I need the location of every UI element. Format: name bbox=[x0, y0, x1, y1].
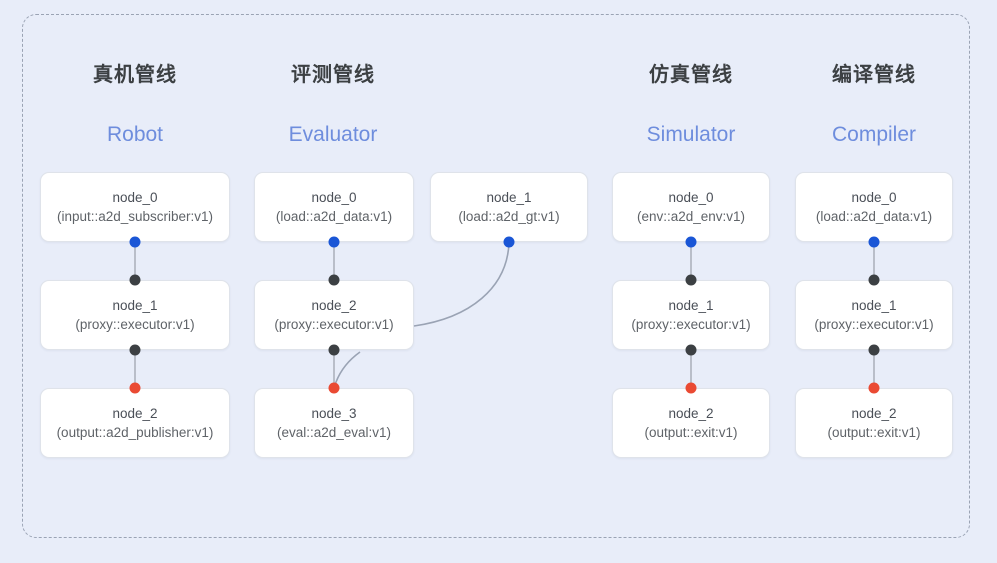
node-type: (env::a2d_env:v1) bbox=[636, 209, 746, 224]
edge-evaluator-0-2 bbox=[333, 242, 335, 280]
column-en-title-simulator: Simulator bbox=[646, 123, 736, 146]
port-output-simulator-0[interactable] bbox=[685, 236, 697, 248]
column-cn-title-evaluator: 评测管线 bbox=[291, 64, 375, 86]
node-label: node_2 bbox=[112, 406, 158, 421]
node-robot-0[interactable]: node_0 (input::a2d_subscriber:v1) bbox=[40, 172, 230, 242]
node-type: (input::a2d_subscriber:v1) bbox=[56, 209, 214, 224]
edge-robot-0-1 bbox=[134, 242, 136, 280]
node-label: node_1 bbox=[668, 298, 714, 313]
node-type: (output::a2d_publisher:v1) bbox=[56, 425, 214, 440]
port-input-simulator-2[interactable] bbox=[685, 382, 697, 394]
port-input-evaluator-3[interactable] bbox=[328, 382, 340, 394]
node-label: node_0 bbox=[851, 190, 897, 205]
port-input-robot-2[interactable] bbox=[129, 382, 141, 394]
edge-simulator-0-1 bbox=[690, 242, 692, 280]
port-output-compiler-1[interactable] bbox=[868, 344, 880, 356]
node-type: (load::a2d_data:v1) bbox=[815, 209, 933, 224]
node-label: node_0 bbox=[112, 190, 158, 205]
node-type: (output::exit:v1) bbox=[827, 425, 921, 440]
node-label: node_0 bbox=[311, 190, 357, 205]
port-output-robot-1[interactable] bbox=[129, 344, 141, 356]
port-output-evaluator-0[interactable] bbox=[328, 236, 340, 248]
node-type: (proxy::executor:v1) bbox=[75, 317, 195, 332]
node-type: (output::exit:v1) bbox=[644, 425, 738, 440]
diagram-frame bbox=[22, 14, 970, 538]
port-output-compiler-0[interactable] bbox=[868, 236, 880, 248]
node-type: (proxy::executor:v1) bbox=[274, 317, 394, 332]
port-input-robot-1[interactable] bbox=[129, 274, 141, 286]
node-simulator-0[interactable]: node_0 (env::a2d_env:v1) bbox=[612, 172, 770, 242]
column-cn-title-robot: 真机管线 bbox=[93, 64, 177, 86]
node-evaluator-2[interactable]: node_2 (proxy::executor:v1) bbox=[254, 280, 414, 350]
node-type: (load::a2d_gt:v1) bbox=[458, 209, 560, 224]
port-input-compiler-1[interactable] bbox=[868, 274, 880, 286]
node-type: (load::a2d_data:v1) bbox=[275, 209, 393, 224]
node-robot-1[interactable]: node_1 (proxy::executor:v1) bbox=[40, 280, 230, 350]
edge-simulator-1-2 bbox=[690, 350, 692, 388]
node-label: node_1 bbox=[486, 190, 532, 205]
port-input-evaluator-2[interactable] bbox=[328, 274, 340, 286]
node-compiler-0[interactable]: node_0 (load::a2d_data:v1) bbox=[795, 172, 953, 242]
node-label: node_3 bbox=[311, 406, 357, 421]
node-simulator-2[interactable]: node_2 (output::exit:v1) bbox=[612, 388, 770, 458]
node-type: (eval::a2d_eval:v1) bbox=[276, 425, 392, 440]
column-en-title-evaluator: Evaluator bbox=[288, 123, 378, 146]
node-label: node_1 bbox=[851, 298, 897, 313]
node-evaluator-3[interactable]: node_3 (eval::a2d_eval:v1) bbox=[254, 388, 414, 458]
node-label: node_1 bbox=[112, 298, 158, 313]
port-output-robot-0[interactable] bbox=[129, 236, 141, 248]
node-robot-2[interactable]: node_2 (output::a2d_publisher:v1) bbox=[40, 388, 230, 458]
node-label: node_2 bbox=[311, 298, 357, 313]
node-label: node_2 bbox=[668, 406, 714, 421]
column-en-title-robot: Robot bbox=[106, 123, 164, 146]
node-simulator-1[interactable]: node_1 (proxy::executor:v1) bbox=[612, 280, 770, 350]
node-label: node_2 bbox=[851, 406, 897, 421]
port-output-simulator-1[interactable] bbox=[685, 344, 697, 356]
port-output-evaluator-2[interactable] bbox=[328, 344, 340, 356]
port-input-simulator-1[interactable] bbox=[685, 274, 697, 286]
edge-compiler-0-1 bbox=[873, 242, 875, 280]
column-en-title-compiler: Compiler bbox=[831, 123, 917, 146]
node-type: (proxy::executor:v1) bbox=[814, 317, 934, 332]
node-compiler-1[interactable]: node_1 (proxy::executor:v1) bbox=[795, 280, 953, 350]
port-input-compiler-2[interactable] bbox=[868, 382, 880, 394]
edge-robot-1-2 bbox=[134, 350, 136, 388]
node-evaluator-gt[interactable]: node_1 (load::a2d_gt:v1) bbox=[430, 172, 588, 242]
port-output-evaluator-gt[interactable] bbox=[503, 236, 515, 248]
edge-compiler-1-2 bbox=[873, 350, 875, 388]
node-evaluator-0[interactable]: node_0 (load::a2d_data:v1) bbox=[254, 172, 414, 242]
node-compiler-2[interactable]: node_2 (output::exit:v1) bbox=[795, 388, 953, 458]
node-label: node_0 bbox=[668, 190, 714, 205]
column-cn-title-compiler: 编译管线 bbox=[832, 64, 916, 86]
node-type: (proxy::executor:v1) bbox=[631, 317, 751, 332]
column-cn-title-simulator: 仿真管线 bbox=[649, 64, 733, 86]
